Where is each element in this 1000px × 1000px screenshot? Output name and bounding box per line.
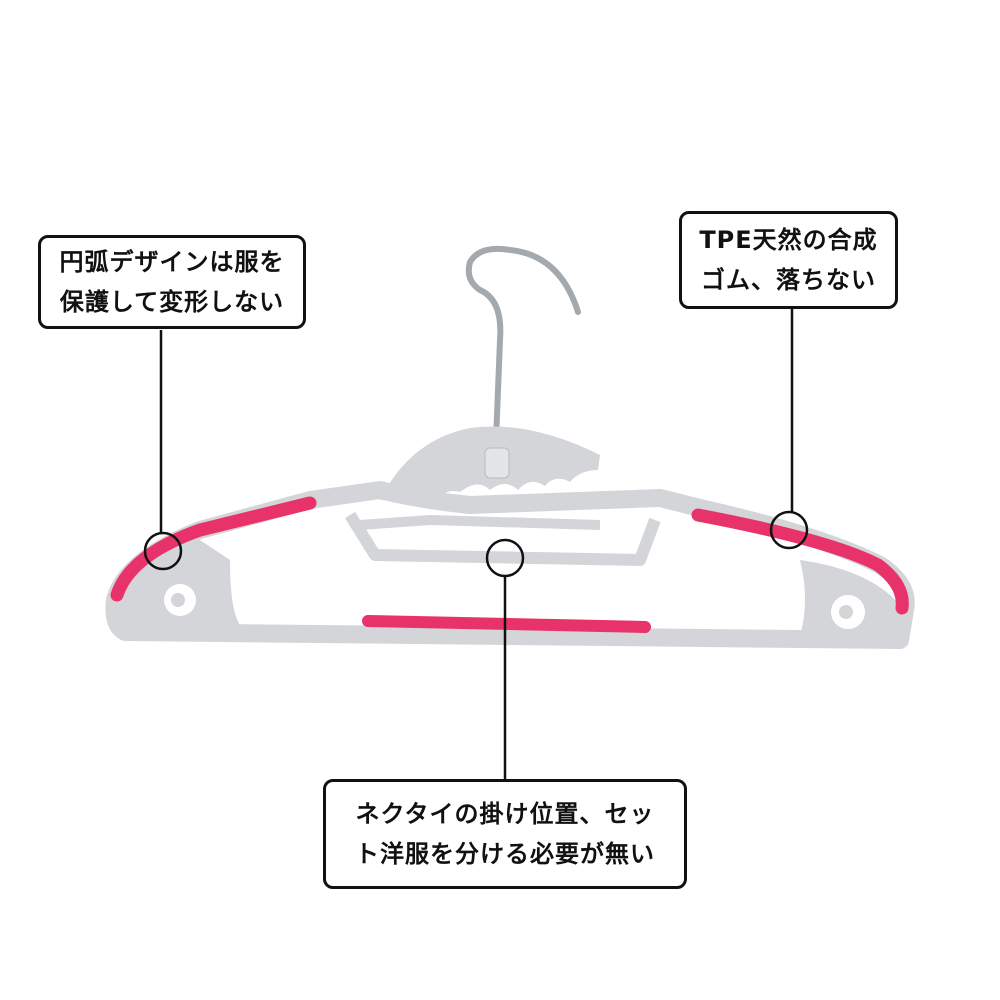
callout-arc-design: 円弧デザインは服を 保護して変形しない — [38, 235, 306, 329]
callout-text-line: ネクタイの掛け位置、セッ — [355, 800, 655, 828]
callout-text-line: ゴム、落ちない — [701, 266, 876, 294]
bottom-rubber-grip — [362, 615, 651, 633]
left-scroll-end — [118, 540, 240, 632]
callout-marker-right — [769, 510, 809, 550]
metal-hook — [465, 245, 581, 443]
callout-text-line: 保護して変形しない — [59, 288, 285, 316]
hook-swivel-block — [484, 447, 510, 479]
callout-tie-position: ネクタイの掛け位置、セッ ト洋服を分ける必要が無い — [323, 779, 687, 889]
callout-text-line: 円弧デザインは服を — [59, 248, 285, 276]
callout-marker-left — [143, 531, 183, 571]
right-rubber-grip — [691, 508, 909, 615]
right-scroll-end — [800, 560, 900, 640]
callout-text-line: ト洋服を分ける必要が無い — [355, 840, 655, 868]
callout-text-line: TPE天然の合成 — [699, 226, 878, 254]
callout-tpe-rubber: TPE天然の合成 ゴム、落ちない — [679, 211, 898, 309]
left-rubber-grip — [110, 496, 317, 602]
tie-bar-frame — [344, 511, 661, 566]
